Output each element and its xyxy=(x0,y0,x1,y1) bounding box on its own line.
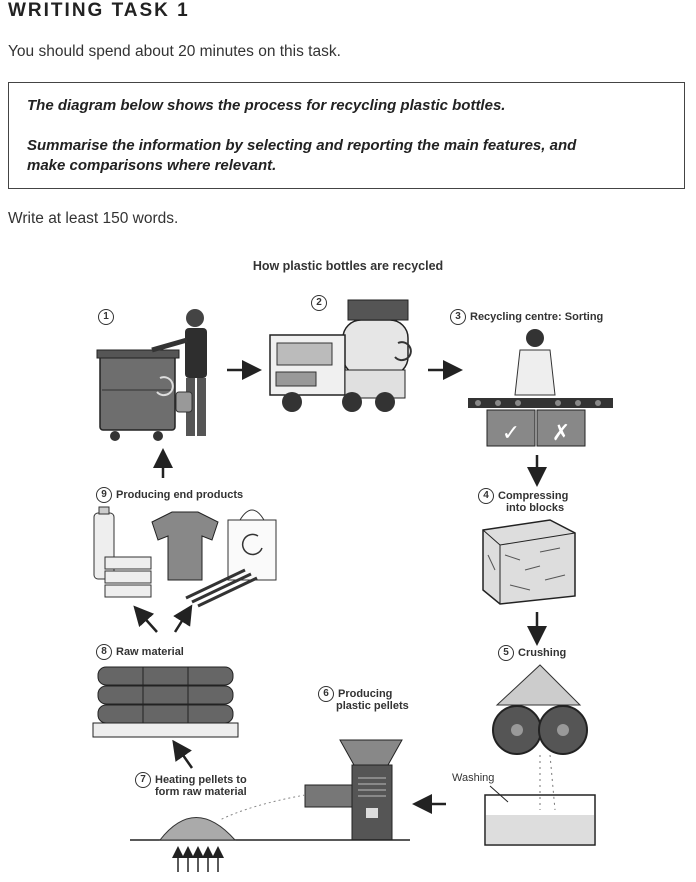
step-9-label: 9 Producing end products xyxy=(96,487,243,503)
step-8-number: 8 xyxy=(96,644,112,660)
step-9-products-illustration xyxy=(93,506,277,608)
step-6-label: 6 Producing xyxy=(318,686,392,702)
step-8-text: Raw material xyxy=(116,645,184,658)
arrow-8-to-9b xyxy=(173,604,193,633)
step-4-number: 4 xyxy=(478,488,494,504)
step-4-text-1: Compressing xyxy=(498,489,569,502)
step-7-heating-illustration xyxy=(158,794,306,872)
step-1-label: 1 xyxy=(98,309,118,325)
washing-label: Washing xyxy=(452,772,495,784)
step-6-number: 6 xyxy=(318,686,334,702)
step-2-truck-illustration xyxy=(269,299,412,412)
step-5-crusher-illustration xyxy=(484,664,596,846)
step-5-number: 5 xyxy=(498,645,514,661)
step-9-text: Producing end products xyxy=(116,488,244,501)
step-7-text-1: Heating pellets to xyxy=(155,773,247,786)
step-4-label-line2: into blocks xyxy=(506,502,565,514)
step-3-sorting-illustration: ✓ ✗ xyxy=(468,329,613,447)
step-2-label: 2 xyxy=(311,295,331,311)
page-heading: WRITING TASK 1 xyxy=(8,0,190,21)
step-3-text: Recycling centre: Sorting xyxy=(470,310,604,323)
step-6-label-line2: plastic pellets xyxy=(336,700,409,712)
step-1-number: 1 xyxy=(98,309,114,325)
step-7-label-line2: form raw material xyxy=(155,786,247,798)
step-3-label: 3 Recycling centre: Sorting xyxy=(450,309,603,325)
accept-mark: ✓ xyxy=(502,420,520,445)
time-instruction: You should spend about 20 minutes on thi… xyxy=(8,43,341,60)
task-box: The diagram below shows the process for … xyxy=(8,82,685,189)
arrow-8-to-9a xyxy=(133,605,158,633)
task-line-2: Summarise the information by selecting a… xyxy=(27,137,577,154)
step-4-label: 4 Compressing xyxy=(478,488,568,504)
task-line-1: The diagram below shows the process for … xyxy=(27,97,506,114)
step-7-label: 7 Heating pellets to xyxy=(135,772,247,788)
reject-mark: ✗ xyxy=(552,420,570,445)
step-8-label: 8 Raw material xyxy=(96,644,184,660)
word-count-instruction: Write at least 150 words. xyxy=(8,210,179,227)
step-4-block-illustration xyxy=(482,519,576,605)
step-6-text-1: Producing xyxy=(338,687,393,700)
step-5-label: 5 Crushing xyxy=(498,645,566,661)
step-7-number: 7 xyxy=(135,772,151,788)
step-9-number: 9 xyxy=(96,487,112,503)
step-1-bin-illustration xyxy=(96,309,207,441)
step-8-raw-material-illustration xyxy=(92,666,239,738)
step-5-text: Crushing xyxy=(518,646,567,659)
step-3-number: 3 xyxy=(450,309,466,325)
arrow-7-to-8 xyxy=(172,739,194,769)
diagram-title: How plastic bottles are recycled xyxy=(252,259,444,273)
task-line-3: make comparisons where relevant. xyxy=(27,157,277,174)
step-2-number: 2 xyxy=(311,295,327,311)
